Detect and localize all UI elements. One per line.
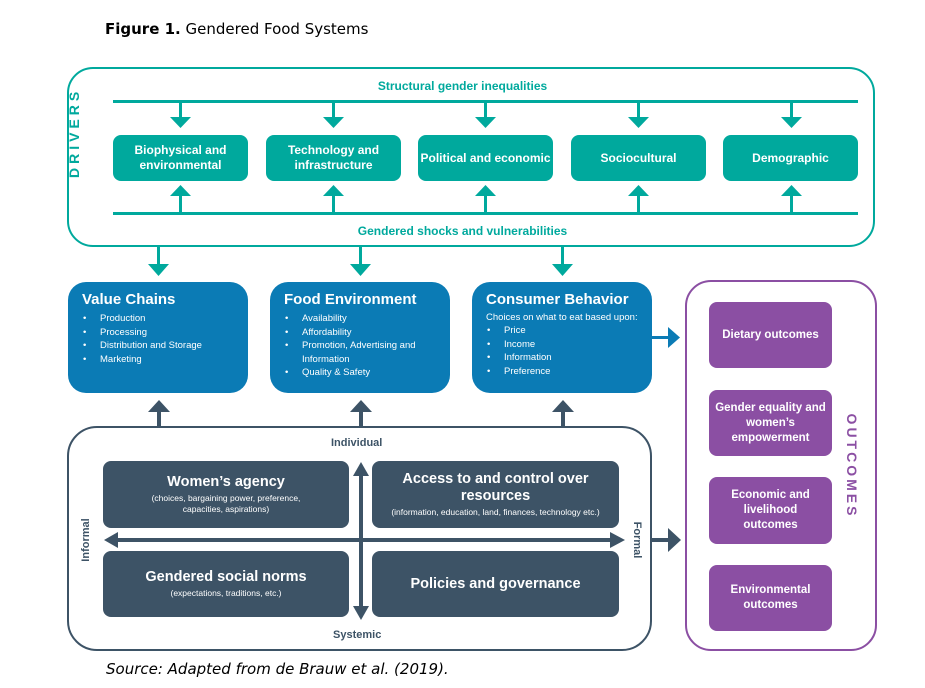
outcomes-section-label: OUTCOMES: [844, 413, 860, 519]
agency-to-outcomes-arrow: [652, 528, 681, 552]
list-item: Marketing: [82, 353, 248, 367]
arrow-up-icon: [323, 185, 344, 212]
axis-label-informal: Informal: [80, 518, 92, 562]
driver-technology: Technology and infrastructure: [266, 135, 401, 181]
value-chains-title: Value Chains: [82, 291, 176, 308]
value-chains-box: Value Chains Production Processing Distr…: [68, 282, 248, 393]
structural-inequalities-line: [113, 100, 858, 103]
list-item: Quality & Safety: [284, 366, 450, 380]
agency-panel: [67, 426, 652, 651]
figure-title-text: Gendered Food Systems: [185, 20, 369, 38]
social-norms-subtitle: (expectations, traditions, etc.): [170, 588, 282, 598]
arrow-down-icon: [781, 103, 802, 128]
driver-demographic: Demographic: [723, 135, 858, 181]
drivers-section-label: DRIVERS: [66, 87, 82, 178]
driver-up-arrows: [170, 185, 802, 212]
arrow-up-icon: [552, 400, 574, 427]
axis-label-systemic: Systemic: [333, 629, 382, 641]
axis-label-individual: Individual: [331, 437, 383, 449]
agency-to-food-arrows: [148, 400, 574, 427]
driver-down-arrows: [170, 103, 802, 128]
arrow-up-icon: [148, 400, 170, 427]
arrow-up-icon: [781, 185, 802, 212]
list-item: Availability: [284, 312, 450, 326]
agency-axes: [104, 462, 625, 620]
list-item: Price: [486, 324, 652, 338]
driver-biophysical: Biophysical and environmental: [113, 135, 248, 181]
axis-label-formal: Formal: [631, 521, 643, 559]
food-environment-list: Availability Affordability Promotion, Ad…: [284, 312, 450, 380]
outcome-dietary: Dietary outcomes: [709, 302, 832, 368]
arrow-up-icon: [170, 185, 191, 212]
arrow-down-icon: [350, 247, 371, 276]
list-item: Processing: [82, 326, 248, 340]
outcomes-panel: [685, 280, 877, 651]
consumer-behavior-intro: Choices on what to eat based upon:: [486, 312, 638, 323]
outcome-economic: Economic and livelihood outcomes: [709, 477, 832, 544]
consumer-behavior-title: Consumer Behavior: [486, 291, 629, 308]
figure-label: Figure 1.: [105, 20, 181, 38]
arrow-up-icon: [350, 400, 372, 427]
list-item: Production: [82, 312, 248, 326]
arrow-down-icon: [170, 103, 191, 128]
social-norms-title: Gendered social norms: [145, 569, 307, 585]
arrow-down-icon: [323, 103, 344, 128]
access-resources-box: Access to and control over resources (in…: [372, 461, 619, 528]
social-norms-box: Gendered social norms (expectations, tra…: [103, 551, 349, 617]
list-item: Information: [486, 351, 652, 365]
list-item: Promotion, Advertising and Information: [284, 339, 450, 366]
figure-title: Figure 1. Gendered Food Systems: [105, 20, 368, 38]
driver-political: Political and economic: [418, 135, 553, 181]
policies-governance-box: Policies and governance: [372, 551, 619, 617]
womens-agency-title: Women’s agency: [167, 474, 285, 490]
figure-source: Source: Adapted from de Brauw et al. (20…: [106, 660, 449, 678]
gendered-shocks-label: Gendered shocks and vulnerabilities: [357, 224, 568, 238]
drivers-panel: [67, 67, 875, 247]
gendered-shocks-line: [113, 212, 858, 215]
arrow-down-icon: [628, 103, 649, 128]
arrow-down-icon: [148, 247, 169, 276]
arrow-up-icon: [475, 185, 496, 212]
womens-agency-subtitle: (choices, bargaining power, preference, …: [151, 493, 301, 514]
food-environment-box: Food Environment Availability Affordabil…: [270, 282, 450, 393]
outcome-gender-equality: Gender equality and women’s empowerment: [709, 390, 832, 456]
womens-agency-box: Women’s agency (choices, bargaining powe…: [103, 461, 349, 528]
horizontal-axis-arrow: [104, 532, 625, 548]
access-resources-subtitle: (information, education, land, finances,…: [391, 507, 600, 517]
list-item: Distribution and Storage: [82, 339, 248, 353]
consumer-behavior-box: Consumer Behavior Choices on what to eat…: [472, 282, 652, 393]
food-environment-title: Food Environment: [284, 291, 417, 308]
arrow-up-icon: [628, 185, 649, 212]
consumer-behavior-list: Price Income Information Preference: [486, 324, 652, 378]
structural-inequalities-label: Structural gender inequalities: [377, 79, 548, 93]
consumer-to-outcomes-arrow: [652, 327, 680, 348]
arrow-down-icon: [552, 247, 573, 276]
arrow-down-icon: [475, 103, 496, 128]
value-chains-list: Production Processing Distribution and S…: [82, 312, 248, 366]
list-item: Preference: [486, 365, 652, 379]
policies-governance-title: Policies and governance: [410, 575, 581, 592]
access-resources-title: Access to and control over resources: [402, 471, 589, 504]
list-item: Income: [486, 338, 652, 352]
drivers-to-food-arrows: [148, 247, 573, 276]
outcome-environmental: Environmental outcomes: [709, 565, 832, 631]
driver-sociocultural: Sociocultural: [571, 135, 706, 181]
list-item: Affordability: [284, 326, 450, 340]
